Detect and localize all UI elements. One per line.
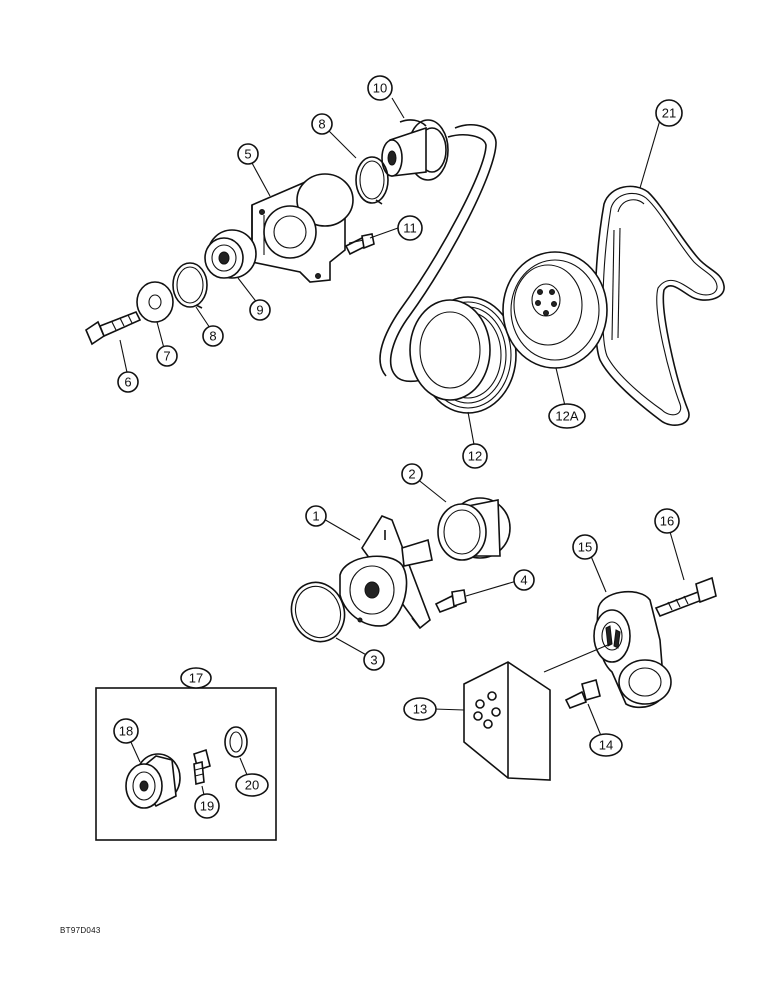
svg-text:3: 3 [370, 653, 377, 668]
svg-text:2: 2 [408, 467, 415, 482]
svg-text:12: 12 [468, 449, 482, 464]
part-pulley-12 [409, 296, 517, 414]
svg-text:13: 13 [413, 702, 427, 717]
part-bolt-14 [564, 679, 601, 710]
callout-4: 4 [513, 569, 535, 591]
svg-text:6: 6 [124, 375, 131, 390]
callout-16: 16 [654, 508, 680, 534]
svg-text:4: 4 [520, 573, 527, 588]
callout-5: 5 [237, 143, 259, 165]
svg-text:17: 17 [189, 671, 203, 686]
part-mounting-plate-13 [463, 661, 551, 781]
svg-text:20: 20 [245, 778, 259, 793]
part-water-pump-1 [339, 515, 433, 630]
callout-15: 15 [572, 534, 598, 560]
callout-6: 6 [117, 371, 139, 393]
callout-3: 3 [363, 649, 385, 671]
part-shaft-hub-10 [381, 119, 449, 181]
callout-19: 19 [194, 793, 220, 819]
callout-13: 13 [403, 697, 437, 721]
callout-7: 7 [156, 345, 178, 367]
svg-text:8: 8 [209, 329, 216, 344]
svg-text:18: 18 [119, 724, 133, 739]
svg-text:7: 7 [163, 349, 170, 364]
part-bolt-6 [85, 310, 142, 346]
callout-2: 2 [401, 463, 423, 485]
svg-text:16: 16 [660, 514, 674, 529]
svg-text:10: 10 [373, 81, 387, 96]
part-bolt-11 [344, 233, 375, 256]
part-tensioner-15 [593, 591, 672, 709]
part-idler-18 [125, 753, 181, 809]
callout-10: 10 [367, 75, 393, 101]
svg-text:21: 21 [662, 106, 676, 121]
svg-text:5: 5 [244, 147, 251, 162]
svg-text:11: 11 [403, 221, 417, 236]
svg-text:14: 14 [599, 738, 613, 753]
callout-12a: 12A [548, 403, 586, 429]
kit-box-17 [95, 687, 277, 841]
tensioner-mount-line [543, 643, 611, 673]
leader-lines [119, 97, 685, 805]
part-bolt-19 [193, 748, 211, 786]
part-bolt-16 [654, 576, 717, 618]
svg-text:9: 9 [256, 303, 263, 318]
callout-17: 17 [180, 667, 212, 689]
part-snap-ring-8-lower [172, 262, 208, 309]
part-bolt-4 [434, 589, 467, 614]
callout-14: 14 [589, 733, 623, 757]
callout-20: 20 [235, 773, 269, 797]
callout-18: 18 [113, 718, 139, 744]
part-belt-21 [594, 185, 725, 426]
part-pulley-2 [437, 497, 511, 561]
callout-1: 1 [305, 505, 327, 527]
part-bearing-9 [204, 229, 257, 279]
callout-8-lower: 8 [202, 325, 224, 347]
part-washer-20 [224, 726, 248, 758]
svg-text:12A: 12A [555, 409, 578, 424]
svg-text:1: 1 [312, 509, 319, 524]
callout-21: 21 [655, 99, 683, 127]
part-drive-belt [379, 124, 497, 383]
svg-text:8: 8 [318, 117, 325, 132]
callout-9: 9 [249, 299, 271, 321]
part-washer-7 [136, 281, 174, 323]
figure-code: BT97D043 [60, 926, 101, 935]
part-housing-5 [251, 173, 354, 283]
svg-text:15: 15 [578, 540, 592, 555]
part-snap-ring-8-upper [355, 156, 389, 205]
part-o-ring-3 [290, 581, 346, 643]
svg-text:19: 19 [200, 799, 214, 814]
callout-11: 11 [397, 215, 423, 241]
callout-8-upper: 8 [311, 113, 333, 135]
part-pulley-12a [502, 251, 608, 369]
callout-12: 12 [462, 443, 488, 469]
